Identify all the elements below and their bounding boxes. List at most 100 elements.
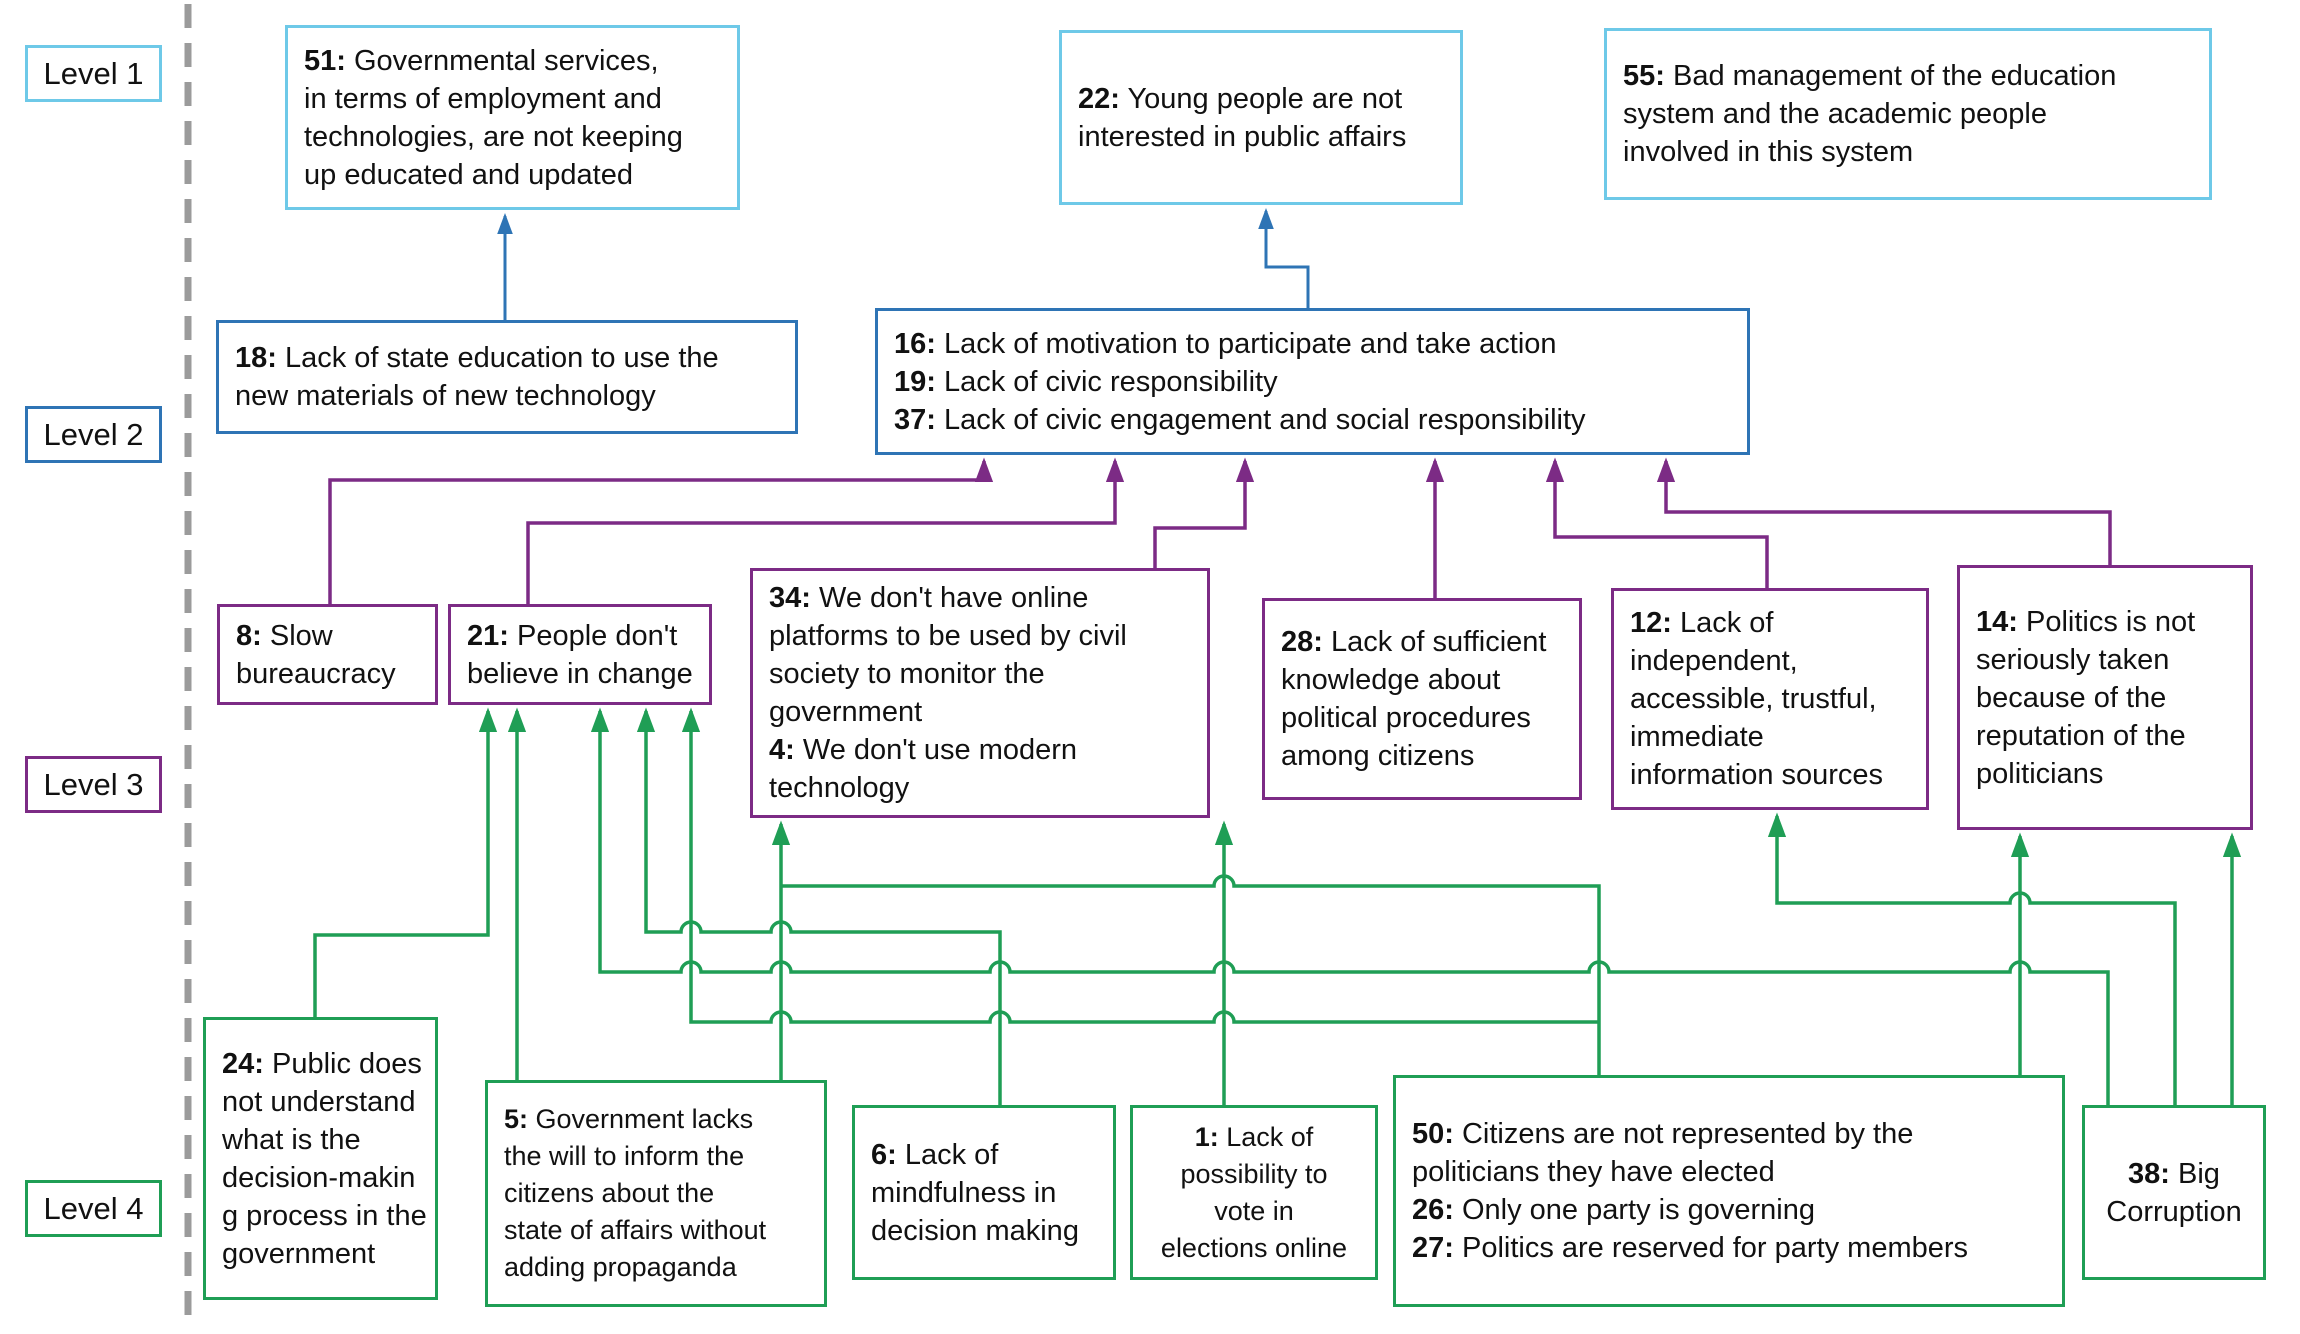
node-text-line: 19: Lack of civic responsibility [894, 365, 1278, 398]
node-box-12: 12: Lack of independent, accessible, trust… [1611, 588, 1929, 810]
node-text-line: 51: Governmental services, [304, 44, 659, 77]
node-box-6: 6: Lack of mindfulness in decision making [852, 1105, 1116, 1280]
node-text-line: 8: Slow [236, 619, 333, 652]
node-text-line: up educated and updated [304, 158, 633, 191]
node-text-line: 50: Citizens are not represented by the [1412, 1118, 1914, 1150]
node-text-line: 1: Lack of [1194, 1121, 1314, 1152]
node-text-line: possibility to [1180, 1158, 1328, 1189]
edge-24-21 [313, 707, 498, 1017]
node-text-line: government [769, 696, 923, 728]
node-text-line: reputation of the [1976, 719, 2186, 752]
node-text-line: 38: Big [2128, 1157, 2220, 1190]
edge-6-21 [636, 707, 1002, 1105]
node-box-1: 1: Lack of possibility to vote in elections… [1130, 1105, 1378, 1280]
node-box-14: 14: Politics is not seriously taken becaus… [1957, 565, 2253, 830]
node-text-line: 55: Bad management of the education [1623, 60, 2117, 92]
edge-34-16 [1153, 457, 1255, 568]
node-text-line: believe in change [467, 657, 693, 690]
node-text-line: 12: Lack of [1630, 607, 1774, 639]
node-text-line: bureaucracy [236, 657, 396, 690]
node-box-50: 50: Citizens are not represented by the p… [1393, 1075, 2065, 1307]
edge-16-22 [1258, 208, 1310, 308]
node-text-line: 22: Young people are not [1078, 82, 1403, 115]
node-text-line: involved in this system [1623, 136, 1914, 168]
node-box-16: 16: Lack of motivation to participate an… [875, 308, 1750, 455]
node-text-line: information sources [1630, 759, 1884, 791]
edge-50-34 [781, 874, 1601, 1075]
node-text-line: 16: Lack of motivation to participate an… [894, 327, 1557, 360]
edge-12-16 [1545, 457, 1769, 588]
node-text-line: technologies, are not keeping [304, 120, 683, 153]
node-box-28: 28: Lack of sufficient knowledge about pol… [1262, 598, 1582, 800]
node-text-line: interested in public affairs [1078, 120, 1407, 153]
level-4-label: Level 4 [25, 1180, 162, 1237]
node-text-line: g process in the [222, 1199, 427, 1232]
node-text-line: mindfulness in [871, 1176, 1057, 1209]
node-box-22: 22: Young people are not interested in pu… [1059, 30, 1463, 205]
node-text-line: adding propaganda [504, 1252, 737, 1282]
node-text-line: not understand [222, 1085, 416, 1118]
node-text-line: vote in [1214, 1195, 1294, 1226]
node-text-line: new materials of new technology [235, 380, 656, 412]
node-text-line: Corruption [2106, 1195, 2242, 1228]
level-3-label-text: Level 3 [43, 766, 144, 802]
node-text-line: technology [769, 772, 910, 804]
node-box-24: 24: Public does not understand what is the… [203, 1017, 438, 1300]
node-text-line: the will to inform the [504, 1141, 745, 1171]
node-box-8: 8: Slow bureaucracy [217, 604, 438, 705]
node-text-line: seriously taken [1976, 643, 2170, 676]
node-text-line: what is the [222, 1123, 361, 1156]
node-text-line: in terms of employment and [304, 82, 662, 115]
node-text-line: knowledge about [1281, 664, 1501, 696]
node-text-line: platforms to be used by civil [769, 620, 1127, 652]
node-text-line: because of the [1976, 681, 2167, 714]
node-text-line: politicians they have elected [1412, 1156, 1775, 1188]
node-text-line: society to monitor the [769, 658, 1045, 690]
edge-14-16 [1656, 457, 2112, 565]
node-box-18: 18: Lack of state education to use the ne… [216, 320, 798, 434]
level-1-label-text: Level 1 [43, 55, 144, 91]
node-text-line: 26: Only one party is governing [1412, 1194, 1816, 1226]
node-text-line: elections online [1160, 1232, 1348, 1263]
edge-8-16 [328, 457, 994, 604]
node-text-line: 34: We don't have online [769, 582, 1089, 614]
level-1-label: Level 1 [25, 45, 162, 102]
node-text-line: 4: We don't use modern [769, 734, 1078, 766]
node-box-55: 55: Bad management of the education syste… [1604, 28, 2212, 200]
node-text-line: 28: Lack of sufficient [1281, 626, 1547, 658]
node-text-line: decision making [871, 1214, 1079, 1247]
node-box-51: 51: Governmental services, in terms of em… [285, 25, 740, 210]
edge-50-21 [681, 707, 1599, 1024]
level-3-label: Level 3 [25, 756, 162, 813]
node-box-34: 34: We don't have online platforms to be … [750, 568, 1210, 818]
level-4-label-text: Level 4 [43, 1190, 144, 1226]
node-text-line: accessible, trustful, [1630, 683, 1877, 715]
node-text-line: system and the academic people [1623, 98, 2047, 130]
edge-21-16 [526, 457, 1125, 604]
node-text-line: 6: Lack of [871, 1138, 999, 1171]
level-2-label: Level 2 [25, 406, 162, 463]
node-text-line: independent, [1630, 645, 1798, 677]
node-text-line: politicians [1976, 757, 2104, 790]
level-2-label-text: Level 2 [43, 416, 144, 452]
node-box-21: 21: People don't believe in change [448, 604, 712, 705]
node-text-line: 37: Lack of civic engagement and social … [894, 403, 1586, 436]
node-box-5: 5: Government lacks the will to inform th… [485, 1080, 827, 1307]
edge-38-21 [590, 707, 2110, 1105]
node-text-line: citizens about the [504, 1178, 715, 1208]
node-text-line: 5: Government lacks [504, 1104, 754, 1134]
node-text-line: 14: Politics is not [1976, 605, 2196, 638]
node-text-line: political procedures [1281, 702, 1531, 734]
edge-38-12 [1767, 812, 2177, 1105]
node-text-line: among citizens [1281, 740, 1475, 772]
node-text-line: 18: Lack of state education to use the [235, 342, 719, 374]
node-text-line: 21: People don't [467, 619, 678, 652]
node-text-line: state of affairs without [504, 1215, 767, 1245]
node-text-line: immediate [1630, 721, 1764, 753]
node-text-line: government [222, 1237, 376, 1270]
node-text-line: 24: Public does [222, 1047, 422, 1080]
node-text-line: 27: Politics are reserved for party memb… [1412, 1232, 1969, 1264]
